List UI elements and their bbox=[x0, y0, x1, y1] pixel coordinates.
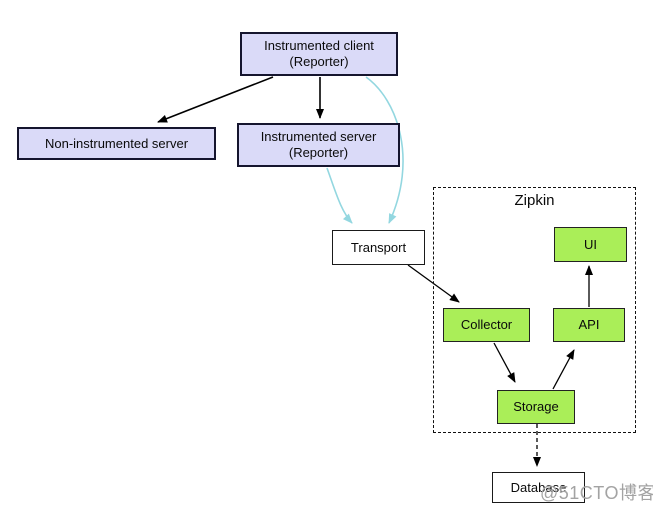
node-storage: Storage bbox=[497, 390, 575, 424]
zipkin-cluster-box bbox=[433, 187, 636, 433]
node-transport: Transport bbox=[332, 230, 425, 265]
node-database: Database bbox=[492, 472, 585, 503]
edge-client-to-nonserver bbox=[157, 76, 274, 123]
site-watermark: @51CTO博客 bbox=[540, 483, 653, 503]
edge-server-to-transport bbox=[326, 167, 353, 224]
node-api: API bbox=[553, 308, 625, 342]
node-instrumented-server: Instrumented server (Reporter) bbox=[237, 123, 400, 167]
node-non-instrumented-server: Non-instrumented server bbox=[17, 127, 216, 160]
zipkin-cluster-label: Zipkin bbox=[514, 192, 555, 209]
node-ui: UI bbox=[554, 227, 627, 262]
node-instrumented-client: Instrumented client (Reporter) bbox=[240, 32, 398, 76]
node-collector: Collector bbox=[443, 308, 530, 342]
